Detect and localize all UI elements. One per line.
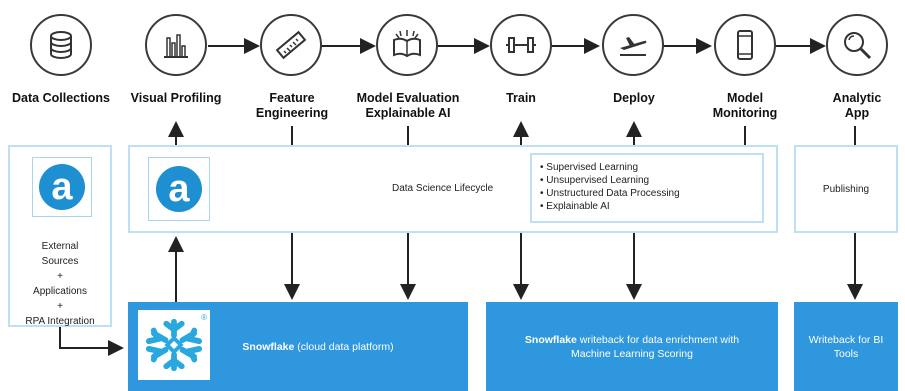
snowflake-icon xyxy=(145,318,203,372)
snowflake-writeback-text: Snowflake writeback for data enrichment … xyxy=(510,333,754,361)
snowflake-platform-box: ® Snowflake (cloud data platform) xyxy=(128,302,468,391)
step-label-model-monitoring: Model Monitoring xyxy=(712,91,778,120)
database-icon xyxy=(50,31,72,59)
step-label-feature-engineering: Feature Engineering xyxy=(255,91,329,120)
mobile-phone-icon xyxy=(737,30,753,60)
alteryx-logo-frame: a xyxy=(32,157,92,217)
step-circle-model-monitoring xyxy=(714,14,776,76)
external-sources-panel: a External Sources + Applications + RPA … xyxy=(8,145,112,327)
airplane-icon xyxy=(620,37,647,56)
step-label-data-collections: Data Collections xyxy=(12,91,110,105)
bi-writeback-box: Writeback for BI Tools xyxy=(794,302,898,391)
open-book-icon xyxy=(393,30,421,58)
step-circle-model-evaluation xyxy=(376,14,438,76)
capability-item: Unsupervised Learning xyxy=(540,174,680,187)
registered-mark: ® xyxy=(201,313,207,322)
arrow-sources-to-snowflake xyxy=(59,327,124,356)
snowflake-platform-desc: (cloud data platform) xyxy=(294,340,394,353)
step-circle-analytic-app xyxy=(826,14,888,76)
text-line: External xyxy=(41,241,79,252)
alteryx-logo-frame: a xyxy=(148,157,210,221)
step-circle-deploy xyxy=(602,14,664,76)
snowflake-platform-text: Snowflake (cloud data platform) xyxy=(242,340,393,354)
lifecycle-label: Data Science Lifecycle xyxy=(392,183,494,194)
alteryx-logo: a xyxy=(39,164,85,210)
step-circle-train xyxy=(490,14,552,76)
text-line: RPA Integration xyxy=(25,316,95,327)
bar-chart-icon xyxy=(164,34,188,58)
dumbbell-icon xyxy=(506,37,536,53)
ruler-icon xyxy=(275,30,307,60)
text-line: + xyxy=(57,271,63,282)
magnifier-icon xyxy=(844,32,872,60)
snowflake-writeback-desc: writeback for data enrichment with Machi… xyxy=(571,333,740,360)
publishing-label: Publishing xyxy=(822,183,870,195)
snowflake-name: Snowflake xyxy=(524,333,577,346)
publishing-panel: Publishing xyxy=(794,145,898,233)
capabilities-list: Supervised Learning Unsupervised Learnin… xyxy=(540,161,680,213)
capability-item: Explainable AI xyxy=(540,200,680,213)
lifecycle-panel: a Data Science Lifecycle Supervised Lear… xyxy=(128,145,778,233)
capability-item: Supervised Learning xyxy=(540,161,680,174)
step-label-deploy: Deploy xyxy=(613,91,655,105)
step-label-train: Train xyxy=(506,91,536,105)
snowflake-name: Snowflake xyxy=(242,340,295,353)
snowflake-writeback-box: Snowflake writeback for data enrichment … xyxy=(486,302,778,391)
external-sources-text: External Sources + Applications + RPA In… xyxy=(10,239,110,329)
step-label-visual-profiling: Visual Profiling xyxy=(130,91,222,105)
capabilities-box: Supervised Learning Unsupervised Learnin… xyxy=(530,153,764,223)
text-line: Sources xyxy=(41,256,79,267)
step-circle-feature-engineering xyxy=(260,14,322,76)
bi-writeback-label: Writeback for BI Tools xyxy=(808,333,884,360)
capability-item: Unstructured Data Processing xyxy=(540,187,679,200)
step-label-analytic-app: Analytic App xyxy=(832,91,882,120)
snowflake-logo: ® xyxy=(138,310,210,380)
step-label-model-evaluation: Model Evaluation Explainable AI xyxy=(356,91,460,120)
step-circle-data-collections xyxy=(30,14,92,76)
step-circle-visual-profiling xyxy=(145,14,207,76)
alteryx-logo: a xyxy=(156,166,202,212)
text-line: Applications xyxy=(33,286,87,297)
text-line: + xyxy=(57,301,63,312)
